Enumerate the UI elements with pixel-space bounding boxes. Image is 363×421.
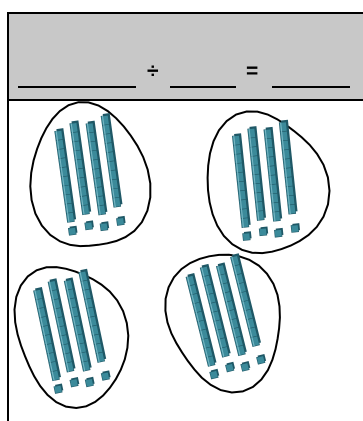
- unit-cube: [274, 228, 283, 237]
- unit-cube: [242, 231, 251, 240]
- ten-rod: [247, 126, 266, 220]
- unit-cube: [70, 377, 80, 387]
- unit-cube: [240, 361, 250, 371]
- unit-cube: [259, 226, 268, 235]
- block-group: [165, 253, 280, 392]
- unit-cube: [209, 369, 219, 379]
- block-group: [15, 267, 129, 408]
- unit-cube: [256, 354, 266, 364]
- unit-cube: [291, 223, 300, 232]
- ten-rod: [279, 120, 298, 214]
- divisor-blank[interactable]: [170, 58, 236, 88]
- block-group: [30, 102, 150, 246]
- base-ten-groups: [9, 101, 363, 421]
- unit-cube: [54, 383, 64, 393]
- groups-area: [7, 101, 363, 421]
- unit-cube: [116, 216, 126, 226]
- divide-sign: ÷: [147, 60, 159, 84]
- unit-cube: [68, 226, 78, 236]
- equals-sign: =: [246, 60, 258, 84]
- ten-rod: [232, 133, 251, 227]
- quotient-blank[interactable]: [272, 58, 350, 88]
- unit-cube: [225, 362, 235, 372]
- unit-cube: [100, 221, 110, 231]
- unit-cube: [85, 220, 95, 230]
- block-group: [208, 112, 330, 254]
- dividend-blank[interactable]: [18, 58, 136, 88]
- unit-cube: [101, 370, 111, 380]
- division-equation: ÷ =: [18, 58, 363, 94]
- ten-rod: [264, 127, 283, 221]
- unit-cube: [85, 377, 95, 387]
